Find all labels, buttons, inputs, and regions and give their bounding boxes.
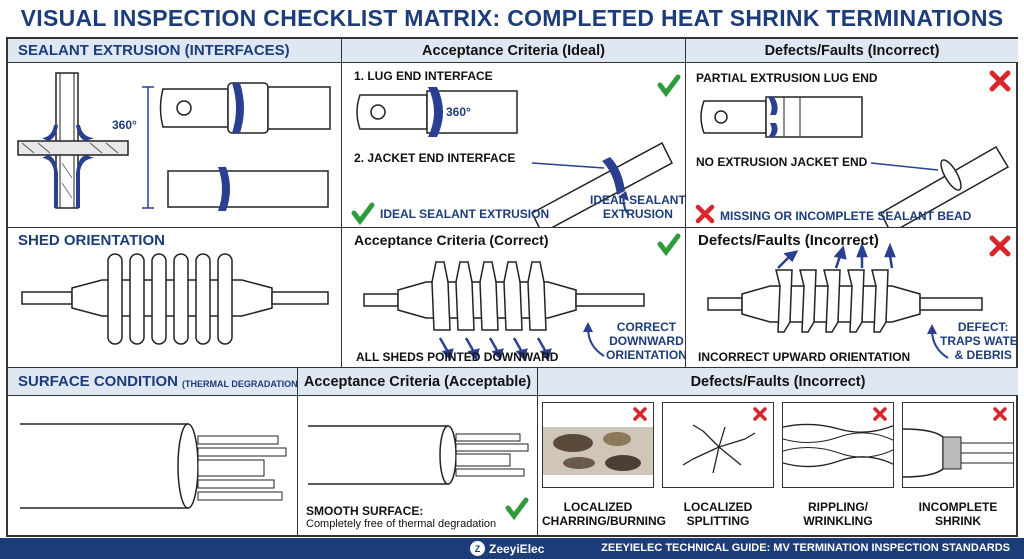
- cross-icon: [753, 407, 767, 421]
- smooth-surface-note: Completely free of thermal degradation: [306, 518, 497, 530]
- cross-icon: [695, 204, 715, 224]
- jacket-end-label: 2. JACKET END INTERFACE: [354, 151, 516, 165]
- ideal-bottom-label: IDEAL SEALANT EXTRUSION: [380, 207, 550, 221]
- fault-bottom-label: MISSING OR INCOMPLETE SEALANT BEAD: [720, 209, 972, 223]
- footer-guide-text: ZEEYIELEC TECHNICAL GUIDE: MV TERMINATIO…: [601, 542, 1010, 554]
- shed-fault-cell: Defects/Faults (Incorrect) INCORRECT UPW…: [686, 228, 1018, 368]
- defect-label-rippling: RIPPLING/WRINKLING: [803, 500, 873, 528]
- brand-badge-icon: Z: [470, 541, 485, 556]
- cross-icon: [993, 407, 1007, 421]
- cross-icon: [989, 235, 1011, 257]
- check-icon: [657, 74, 681, 98]
- check-icon: [657, 233, 681, 257]
- row2-fault-header: Defects/Faults (Incorrect): [698, 232, 879, 249]
- cross-icon: [633, 407, 647, 421]
- cross-icon: [873, 407, 887, 421]
- fault-shed-bottom-label: INCORRECT UPWARD ORIENTATION: [698, 350, 911, 364]
- row2-title: SHED ORIENTATION: [18, 232, 165, 249]
- sealant-ideal-cell: 1. LUG END INTERFACE 360° 2. JACKET END …: [342, 63, 686, 228]
- inspection-matrix: SEALANT EXTRUSION (INTERFACES) Acceptanc…: [6, 37, 1018, 537]
- lug-angle-label: 360°: [446, 105, 471, 119]
- fault-shed-callout: DEFECT:TRAPS WATER& DEBRIS: [940, 320, 1018, 362]
- shed-reference-drawing: [21, 253, 329, 345]
- row1-ideal-header: Acceptance Criteria (Ideal): [342, 39, 686, 63]
- row1-fault-header: Defects/Faults (Incorrect): [686, 39, 1018, 63]
- shed-reference-cell: SHED ORIENTATION: [8, 228, 342, 368]
- footer-bar: [0, 538, 1024, 559]
- sealant-cross-section-drawing: [17, 72, 331, 211]
- correct-bottom-label: ALL SHEDS POINTED DOWNWARD: [356, 350, 559, 364]
- incomplete-shrink-thumbnail: [902, 402, 1014, 488]
- shed-fault-drawing: [707, 235, 1011, 359]
- row3-fault-header: Defects/Faults (Incorrect): [538, 368, 1018, 396]
- check-icon: [351, 202, 375, 226]
- sealant-fault-cell: PARTIAL EXTRUSION LUG END NO EXTRUSION J…: [686, 63, 1018, 228]
- smooth-surface-label: SMOOTH SURFACE:: [306, 504, 424, 518]
- fault-sealant-drawing: [695, 70, 1011, 227]
- sealant-reference-cell: 360°: [8, 63, 342, 228]
- page-title: VISUAL INSPECTION CHECKLIST MATRIX: COMP…: [20, 5, 1004, 31]
- surface-acceptable-drawing: [308, 425, 529, 521]
- row3-title-sub: (THERMAL DEGRADATION): [182, 378, 301, 389]
- no-extrusion-label: NO EXTRUSION JACKET END: [696, 155, 868, 169]
- shed-correct-drawing: [363, 233, 681, 361]
- rippling-thumbnail: [782, 402, 894, 488]
- partial-extrusion-label: PARTIAL EXTRUSION LUG END: [696, 71, 878, 85]
- row3-acceptable-header: Acceptance Criteria (Acceptable): [298, 368, 538, 396]
- shed-correct-cell: Acceptance Criteria (Correct) ALL SHEDS …: [342, 228, 686, 368]
- surface-reference-cell: [8, 396, 298, 535]
- surface-reference-drawing: [20, 423, 287, 509]
- charring-thumbnail: [542, 402, 654, 488]
- brand-name: ZeeyiElec: [489, 541, 545, 556]
- check-icon: [505, 497, 529, 521]
- row2-correct-header: Acceptance Criteria (Correct): [354, 232, 549, 248]
- row1-title: SEALANT EXTRUSION (INTERFACES): [8, 39, 342, 63]
- lug-end-label: 1. LUG END INTERFACE: [354, 69, 493, 83]
- row3-title-bar: SURFACE CONDITION (THERMAL DEGRADATION): [8, 368, 301, 396]
- ideal-sealant-drawing: [351, 74, 681, 227]
- angle-label: 360°: [112, 118, 137, 132]
- row3-title: SURFACE CONDITION: [18, 373, 179, 390]
- splitting-thumbnail: [662, 402, 774, 488]
- cross-icon: [989, 70, 1011, 92]
- brand-logo: Z ZeeyiElec: [470, 539, 544, 558]
- surface-acceptable-cell: SMOOTH SURFACE: Completely free of therm…: [298, 396, 538, 535]
